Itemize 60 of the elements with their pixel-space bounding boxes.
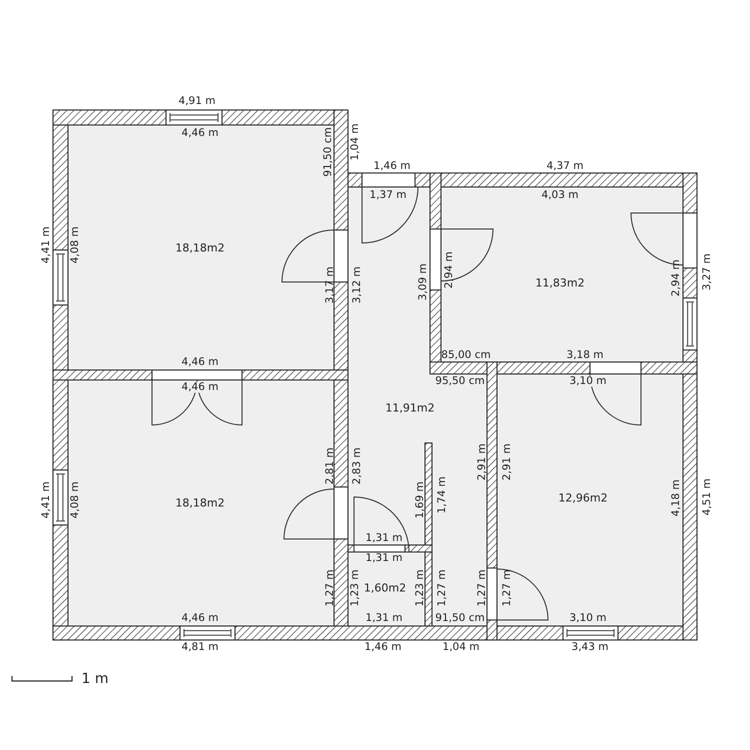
dimension-label: 2,81 m <box>324 448 336 484</box>
dimension-label: 85,00 cm <box>441 350 491 360</box>
dimension-label: 2,91 m <box>502 444 512 480</box>
dimension-label: 4,03 m <box>542 190 578 200</box>
dimension-label: 4,37 m <box>546 160 584 172</box>
dimension-label: 4,81 m <box>182 642 218 652</box>
room-area-label: 18,18m2 <box>175 496 225 510</box>
dimension-label: 1,46 m <box>364 642 402 652</box>
dimension-label: 1,04 m <box>442 642 480 652</box>
room-area-label: 11,91m2 <box>385 402 435 414</box>
room-floor <box>68 380 334 626</box>
dimension-label: 1,27 m <box>502 570 512 606</box>
dimension-label: 4,41 m <box>40 482 52 518</box>
dimension-label: 1,23 m <box>350 570 360 606</box>
dimension-label: 91,50 cm <box>435 612 485 624</box>
dimension-label: 2,94 m <box>670 260 682 296</box>
dimension-label: 4,46 m <box>182 356 218 368</box>
dimension-label: 3,27 m <box>702 254 712 290</box>
dimension-label: 1,27 m <box>436 570 448 606</box>
room-floor <box>441 187 683 362</box>
room-area-label: 1,60m2 <box>364 582 406 594</box>
room-floor <box>497 374 683 626</box>
dimension-label: 2,83 m <box>352 448 362 484</box>
dimension-label: 1,69 m <box>414 482 426 518</box>
dimension-label: 95,50 cm <box>435 376 485 386</box>
dimension-label: 1,37 m <box>370 190 406 200</box>
dimension-label: 3,10 m <box>570 376 606 386</box>
dimension-label: 4,46 m <box>182 382 218 392</box>
room-floor <box>348 552 425 626</box>
dimension-label: 91,50 cm <box>322 127 334 177</box>
room-area-label: 11,83m2 <box>535 276 585 290</box>
dimension-label: 4,46 m <box>182 612 218 624</box>
dimension-label: 4,51 m <box>702 478 712 516</box>
dimension-label: 1,31 m <box>366 552 402 564</box>
dimension-label: 1,04 m <box>350 124 360 160</box>
dimension-label: 4,18 m <box>670 480 682 516</box>
dimension-label: 4,08 m <box>70 226 80 264</box>
dimension-label: 1,27 m <box>476 570 488 606</box>
dimension-label: 3,17 m <box>324 266 336 304</box>
dimension-label: 3,10 m <box>570 612 606 624</box>
dimension-label: 3,43 m <box>572 642 608 652</box>
dimension-label: 3,12 m <box>352 266 362 304</box>
dimension-label: 1,23 m <box>414 570 426 606</box>
dimension-label: 4,91 m <box>178 96 216 106</box>
dimension-label: 4,41 m <box>40 226 52 264</box>
dimension-label: 1,27 m <box>324 570 336 606</box>
dimension-label: 4,08 m <box>70 482 80 518</box>
dimension-label: 4,46 m <box>182 128 218 138</box>
scale-label: 1 m <box>82 672 108 686</box>
dimension-label: 1,31 m <box>366 612 402 624</box>
dimension-label: 1,31 m <box>366 532 402 544</box>
room-area-label: 18,18m2 <box>175 242 225 254</box>
dimension-label: 3,09 m <box>418 264 428 300</box>
dimension-label: 1,46 m <box>374 160 410 172</box>
room-floor <box>68 125 334 370</box>
dimension-label: 2,94 m <box>444 252 454 288</box>
room-area-label: 12,96m2 <box>558 492 608 504</box>
dimension-label: 1,74 m <box>436 476 448 514</box>
dimension-label: 3,18 m <box>566 350 604 360</box>
dimension-label: 2,91 m <box>476 444 488 480</box>
